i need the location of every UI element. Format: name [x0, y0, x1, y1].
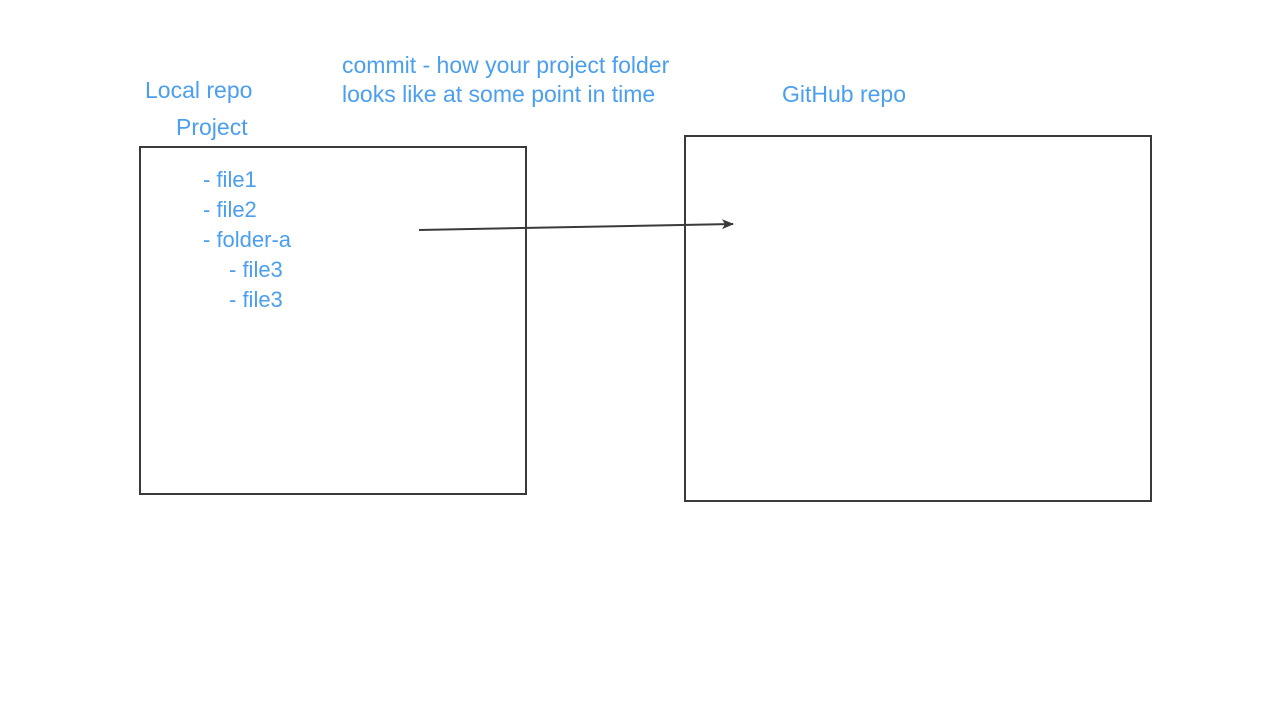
commit-note-line-2: looks like at some point in time [342, 81, 656, 107]
tree-item: - file2 [203, 197, 257, 222]
tree-item: - file3 [229, 257, 283, 282]
github-repo-box [684, 135, 1152, 502]
commit-note-line-1: commit - how your project folder [342, 52, 670, 78]
tree-item: - file1 [203, 167, 257, 192]
github-repo-title: GitHub repo [782, 81, 907, 107]
tree-item: - file3 [229, 287, 283, 312]
local-project-box [139, 146, 527, 495]
local-repo-title: Local repo [145, 77, 253, 103]
tree-item: - folder-a [203, 227, 292, 252]
project-label: Project [176, 114, 248, 140]
